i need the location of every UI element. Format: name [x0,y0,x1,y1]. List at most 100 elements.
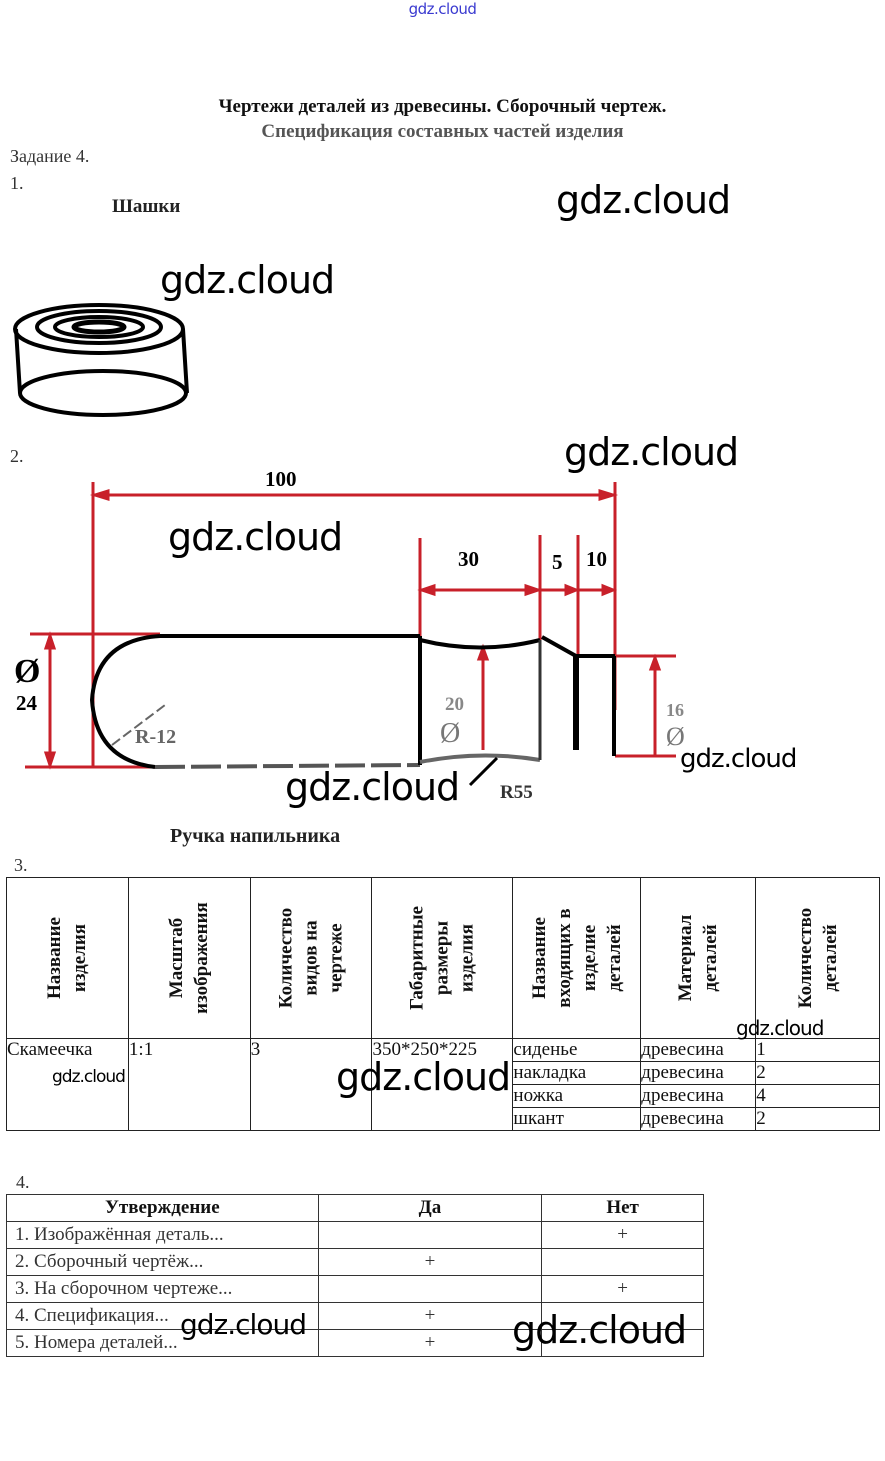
table-row: Скамеечка 1:1 3 350*250*225 сиденье древ… [6,1038,880,1131]
source-link[interactable]: gdz.cloud [408,0,477,18]
part-count: 1 [755,1038,880,1062]
radius-leader [111,704,166,746]
watermark: gdz.cloud [168,515,343,559]
column-header: Нет [541,1194,704,1222]
page-subtitle: Спецификация составных частей изделия [261,121,624,142]
file-handle-drawing: 100 30 5 10 Ø 24 R-12 20 Ø 16 Ø R55 [14,467,685,803]
outline-bottom [154,763,421,769]
table-row: 1. Изображённая деталь... + [6,1221,704,1249]
column-header: Количество видов на чертеже [249,877,373,1039]
statement-cell: 5. Номера деталей... [6,1329,319,1357]
scale-cell: 1:1 [127,1038,251,1131]
yes-cell [317,1275,543,1303]
table-row: шкант древесина 2 [7,1107,880,1131]
dim-24: 24 [16,691,38,715]
checker-center [71,319,127,335]
checker-drawing [13,303,189,417]
column-header: Утверждение [6,1194,319,1222]
task-label: Задание 4. [10,146,90,166]
statement-cell: 2. Сборочный чертёж... [6,1248,319,1276]
yes-cell [317,1221,543,1249]
dim-5: 5 [552,550,563,574]
column-header: Материал деталей [640,877,757,1039]
part-count: 2 [755,1107,880,1131]
checker-ring [53,315,145,339]
table-row: 2. Сборочный чертёж... + [6,1248,704,1276]
diameter-symbol: Ø [14,653,40,690]
no-cell [541,1248,704,1276]
arrow [417,583,436,597]
part-count: 4 [755,1084,880,1108]
table-row: 3. На сборочном чертеже... + [6,1275,704,1303]
radius-leader [468,756,499,787]
specification-table: Название изделия Масштаб изображения Кол… [6,877,880,1131]
section-1-number: 1. [10,173,24,193]
checker-caption: Шашки [112,196,181,217]
part-material: древесина [640,1084,757,1108]
watermark: gdz.cloud [160,258,335,302]
product-name-cell: Скамеечка [6,1038,129,1131]
watermark: gdz.cloud [285,765,460,809]
outline-concave [419,638,541,650]
column-header: Количество деталей [755,877,880,1039]
column-header: Масштаб изображения [127,877,251,1039]
column-header: Название входящих в изделие деталей [512,877,642,1039]
watermark: gdz.cloud [736,1016,824,1040]
diameter-symbol: Ø [440,718,460,749]
outline-taper [541,635,577,658]
section-2-number: 2. [10,446,24,466]
statement-cell: 3. На сборочном чертеже... [6,1275,319,1303]
statement-cell: 1. Изображённая деталь... [6,1221,319,1249]
table-header-row: Название изделия Масштаб изображения Кол… [6,877,880,1039]
diameter-symbol: Ø [666,722,685,751]
dimensions-cell: 350*250*225 [371,1038,514,1131]
part-material: древесина [640,1107,757,1131]
part-material: древесина [640,1061,757,1085]
checker-side-left [14,328,22,394]
yes-cell: + [317,1248,543,1276]
watermark: gdz.cloud [564,430,739,474]
part-count: 2 [755,1061,880,1085]
no-cell: + [541,1275,704,1303]
checker-ring [35,309,163,345]
part-name: сиденье [512,1038,642,1062]
outline-concave-bottom [419,753,541,764]
file-handle-caption: Ручка напильника [170,825,341,847]
no-cell [541,1329,704,1357]
table-row: 5. Номера деталей... + [6,1329,704,1357]
yes-cell: + [317,1302,543,1330]
statements-table: Утверждение Да Нет 1. Изображённая детал… [6,1194,704,1357]
part-material: древесина [640,1038,757,1062]
arrow [648,653,662,671]
dim-20: 20 [445,694,464,715]
outline-tip [89,634,161,769]
part-name: шкант [512,1107,642,1131]
arrow [43,631,57,650]
arrow [564,583,581,597]
watermark: gdz.cloud [556,178,731,222]
page-title: Чертежи деталей из древесины. Сборочный … [218,96,667,117]
column-header: Название изделия [6,877,129,1039]
watermark: gdz.cloud [180,1308,307,1341]
dim-r55: R55 [500,782,533,803]
arrow [43,751,57,770]
watermark: gdz.cloud [512,1308,687,1352]
dim-r12: R-12 [135,726,176,748]
no-cell [541,1302,704,1330]
checker-side-right [181,328,189,394]
section-3-number: 3. [14,855,28,875]
arrow [524,583,543,597]
watermark: gdz.cloud [336,1055,511,1099]
arrow [601,583,618,597]
watermark: gdz.cloud [680,744,797,774]
table-header-row: Утверждение Да Нет [6,1194,704,1222]
dim-100: 100 [265,467,297,491]
column-header: Габаритные размеры изделия [371,877,514,1039]
part-name: накладка [512,1061,642,1085]
no-cell: + [541,1221,704,1249]
section-4-number: 4. [16,1172,30,1192]
dim-10: 10 [586,547,607,571]
part-name: ножка [512,1084,642,1108]
yes-cell: + [317,1329,543,1357]
dim-30: 30 [458,547,479,571]
